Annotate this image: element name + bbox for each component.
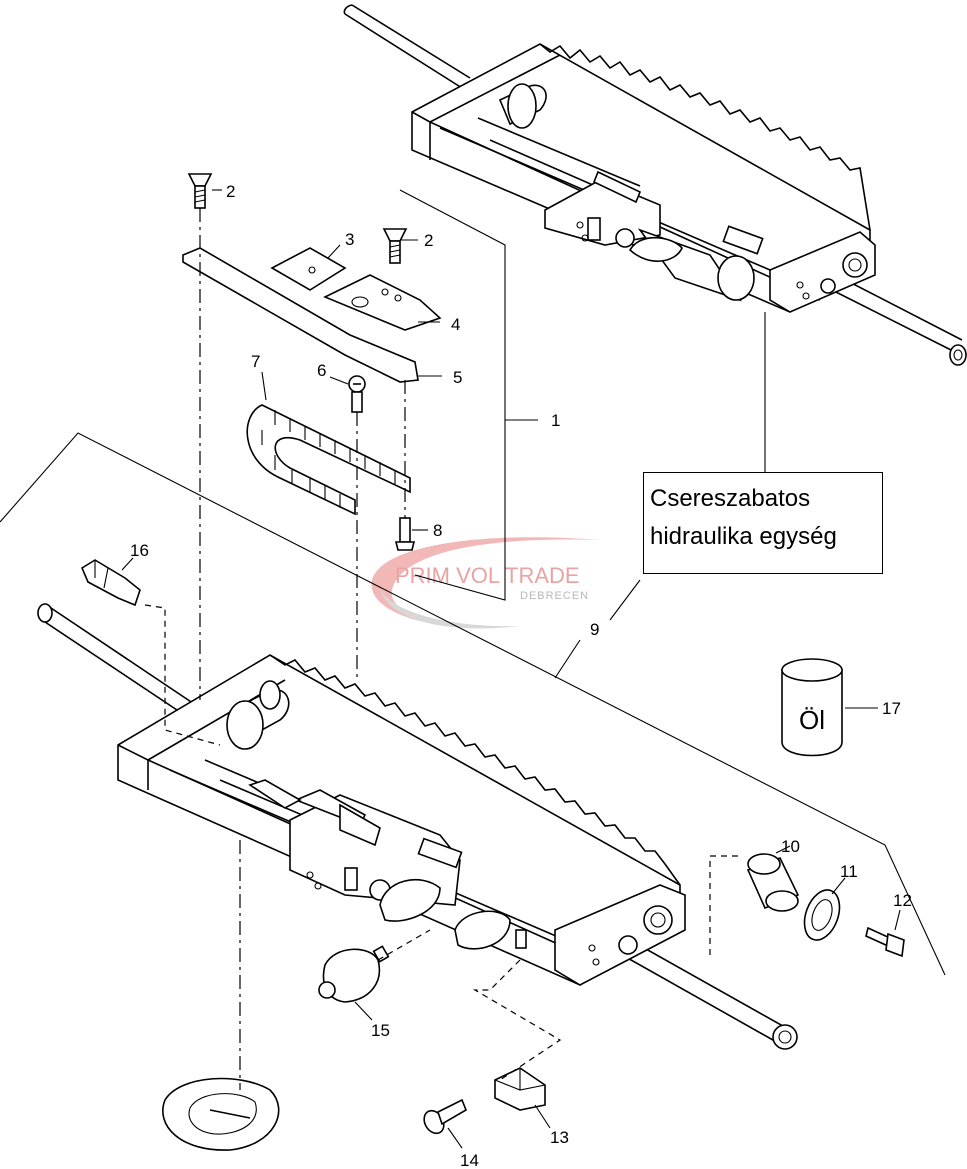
watermark-city: DEBRECEN [520,590,589,602]
part-number-17: 17 [882,699,901,718]
main-assembly-drawing [37,603,798,1050]
plate-3-drawing [270,247,347,291]
screw-2a-drawing [187,173,213,209]
bolt-12-drawing [865,926,905,958]
part-number-2a: 2 [226,182,235,201]
replacement-unit-callout: Csereszabatos hidraulika egység [643,472,883,574]
oil-label: Öl [799,705,825,735]
sensor-16-drawing [80,559,141,607]
washer-11-drawing [803,889,841,941]
oil-container-17-drawing: Öl [781,658,843,757]
watermark: PRIM VOL TRADE DEBRECEN [371,537,600,629]
screw-14-drawing [423,1098,467,1135]
top-hydraulic-unit-drawing [343,4,967,366]
plate-4-drawing [323,274,442,331]
part-number-1: 1 [551,411,560,430]
part-number-3: 3 [345,230,354,249]
part-number-7: 7 [251,352,260,371]
part-number-13: 13 [550,1128,569,1147]
screw-6-drawing [348,375,366,413]
part-number-6: 6 [317,361,326,380]
bracket-13-drawing [494,1067,546,1111]
part-number-2b: 2 [424,231,433,250]
part-number-4: 4 [451,315,460,334]
accumulator-15-drawing [318,945,390,1003]
screw-8-drawing [394,517,416,551]
base-plate-drawing [162,1077,280,1151]
leader-lines [0,189,946,1149]
callout-line-2: hidraulika egység [650,523,837,550]
plate-5-drawing [182,247,419,383]
cable-chain-7-drawing [246,404,411,516]
part-number-11: 11 [840,862,858,881]
part-number-5: 5 [453,368,462,387]
screw-2b-drawing [382,228,408,264]
bushing-10-drawing [746,853,800,912]
center-lines [144,208,738,1090]
part-number-16: 16 [130,541,149,560]
part-numbers: 2 2 3 4 5 6 7 8 1 9 16 17 10 11 12 15 13… [130,182,912,1169]
part-number-8: 8 [433,521,442,540]
part-number-14: 14 [460,1151,479,1169]
part-number-9: 9 [590,620,599,639]
part-number-10: 10 [781,837,800,856]
watermark-brand: PRIM VOL TRADE [395,563,580,588]
part-number-15: 15 [371,1021,390,1040]
part-number-12: 12 [893,891,912,910]
callout-line-1: Csereszabatos [650,485,811,512]
